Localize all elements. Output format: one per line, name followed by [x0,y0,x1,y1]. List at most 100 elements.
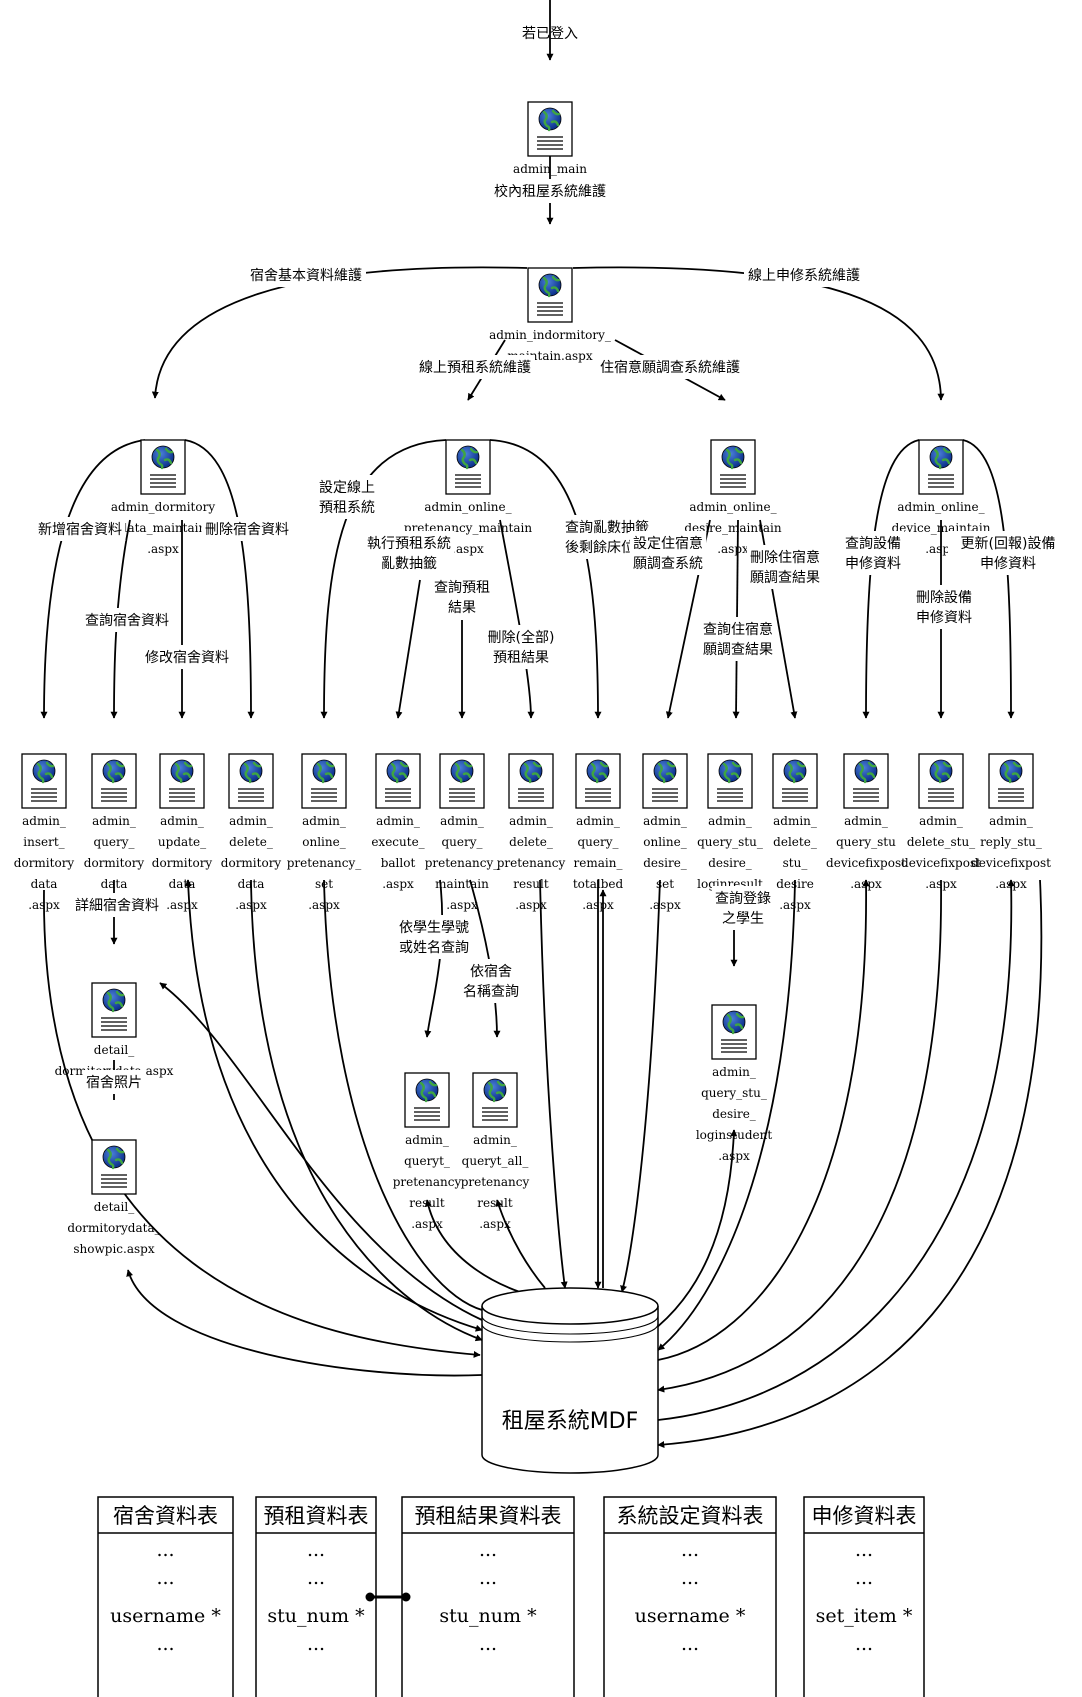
page-node-p8: admin_ delete_ pretenancy result .aspx [497,753,566,912]
edge-db-3 [159,982,483,1321]
page-name-line: query_stu_ [701,1086,767,1100]
edge-label-text: 名稱查詢 [463,984,519,1000]
globe-page-icon [537,107,563,150]
globe-page-icon [720,445,746,488]
page-name-line: showpic.aspx [73,1242,154,1256]
edge-db-12 [657,879,796,1351]
page-node-p4: admin_delete_dormitorydata.aspx [221,753,282,912]
globe-page-icon [31,759,57,802]
page-name-line: devicefixpost [826,856,906,870]
page-name-line: queryt_ [404,1154,450,1168]
edge-label-text: 刪除(全部) [488,629,555,646]
table-row: ... [307,1539,325,1561]
table-row: ... [156,1539,174,1561]
page-name-line: admin_ [92,814,136,828]
edge-label-text: 亂數抽籤 [381,556,437,572]
globe-page-icon [928,445,954,488]
page-node-p2: admin_query_dormitorydata.aspx [84,753,144,912]
page-name-line: admin_ [919,814,963,828]
edge-label-text: 願調查結果 [750,570,820,586]
edge-indorm-dorm [151,266,528,399]
page-name-line: .aspx [479,1217,511,1231]
page-name-line: result [513,877,549,891]
table-row: ... [855,1633,873,1655]
edge-label-text: 願調查結果 [703,642,773,658]
page-node-p1: admin_insert_dormitorydata.aspx [14,753,74,912]
table-row: ... [479,1539,497,1561]
table-title: 系統設定資料表 [617,1504,764,1528]
page-name-line: admin_indormitory_ [489,328,611,342]
page-name-line: admin_ [576,814,620,828]
page-name-line: .aspx [308,898,340,912]
page-name-line: .aspx [515,898,547,912]
globe-page-icon [414,1078,440,1121]
page-name-line: admin_ [643,814,687,828]
page-name-line: query_stu_ [697,835,763,849]
page-name-line: pretenancy [393,1175,462,1189]
page-name-line: execute_ [371,835,424,849]
globe-page-icon [782,759,808,802]
table-row: set_item * [816,1605,913,1627]
edge-label-text: 宿舍照片 [86,1074,142,1091]
page-name-line: online_ [302,835,345,849]
globe-page-icon [238,759,264,802]
page-name-line: admin_ [405,1133,449,1147]
database-ring-2 [481,1323,659,1343]
page-name-line: update_ [158,835,206,849]
edge-label-text: 詳細宿舍資料 [75,897,159,914]
database-label: 租屋系統MDF [502,1409,639,1434]
edge-pre-exec [395,579,421,719]
edge-label-text: 申修資料 [845,556,901,572]
edge-label-l_dormbasic: 宿舍基本資料維護 [246,263,366,287]
page-name-line: .aspx [850,877,882,891]
page-name-line: admin_online_ [897,500,984,514]
page-name-line: dormitorydata_ [67,1221,160,1235]
page-node-p15: admin_reply_stu_devicefixpost.aspx [971,753,1051,891]
edge-label-text: 線上申修系統維護 [748,268,860,284]
page-name-line: pretenancy [497,856,566,870]
table-2: 預租結果資料表......stu_num *... [401,1496,575,1697]
page-name-line: queryt_all_ [462,1154,529,1168]
page-name-line: reply_stu_ [980,835,1042,849]
edge-label-l_add: 新增宿舍資料 [34,517,126,541]
edge-label-text: 結果 [448,600,476,616]
edge-dorm-delete [184,439,255,719]
page-name-line: dormitory [152,856,213,870]
page-name-line: .aspx [718,1149,750,1163]
page-name-line: pretenancy_ [287,856,362,870]
edge-label-text: 依宿舍 [470,963,512,980]
page-name-line: .aspx [446,898,478,912]
globe-page-icon [928,759,954,802]
table-schema-layer: 宿舍資料表......username *...預租資料表......stu_n… [97,1496,925,1697]
page-name-line: delete_stu_ [907,835,975,849]
table-row: ... [156,1633,174,1655]
edge-db-4 [126,1269,483,1377]
connector-layer [40,0,1043,1449]
edge-label-l_query: 查詢宿舍資料 [81,608,173,632]
page-node-q3: admin_query_stu_desire_loginstudent.aspx [696,1004,772,1163]
page-name-line: delete_ [773,835,817,849]
page-name-line: admin_ [509,814,553,828]
page-name-line: admin_ [440,814,484,828]
edge-label-text: 宿舍基本資料維護 [250,267,362,284]
page-name-line: .aspx [717,542,749,556]
page-name-line: admin_ [22,814,66,828]
page-node-p6: admin_execute_ballot.aspx [371,753,425,891]
table-row: ... [681,1539,699,1561]
edge-label-text: 設定住宿意 [633,535,703,552]
page-node-indorm: admin_indormitory_maintain.aspx [489,267,611,363]
table-title: 宿舍資料表 [113,1504,218,1528]
page-name-line: dormitory [221,856,282,870]
edge-label-text: 線上預租系統維護 [419,360,531,376]
page-name-line: delete_ [509,835,553,849]
edge-label-l_des: 住宿意願調查系統維護 [595,355,745,379]
page-name-line: admin_ [160,814,204,828]
page-name-line: remain_ [574,856,623,870]
database-node: 租屋系統MDF [481,1287,659,1474]
